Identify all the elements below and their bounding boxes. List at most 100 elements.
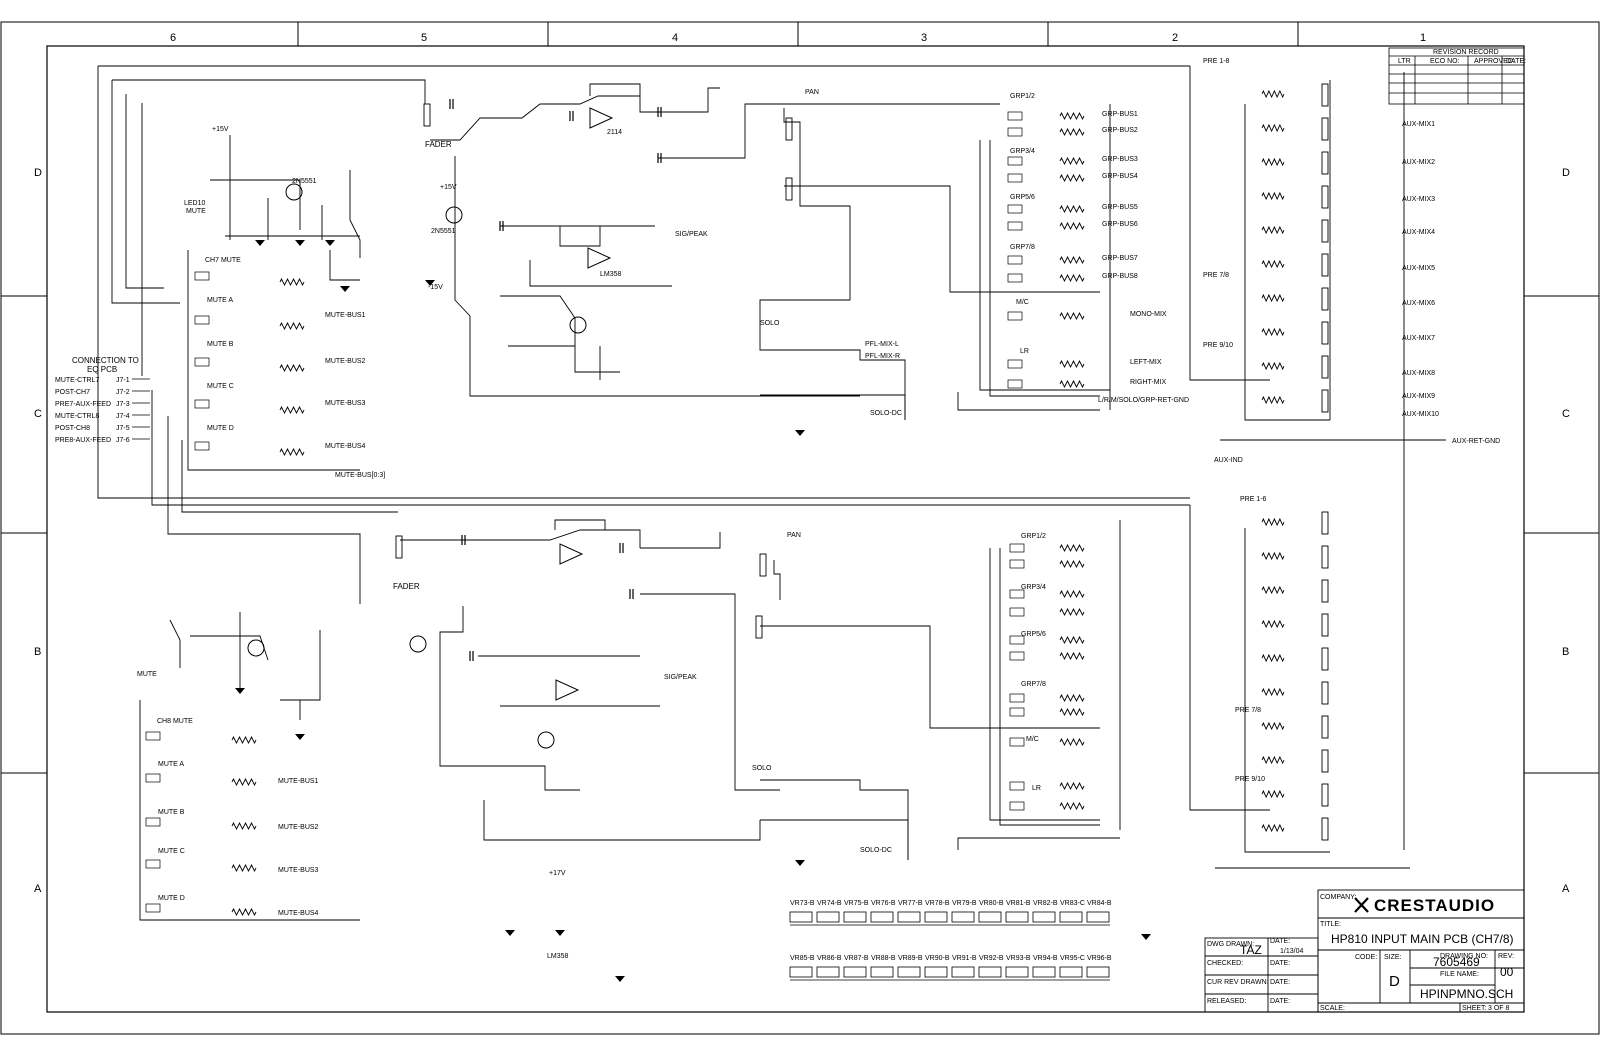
pot-row1-body	[870, 911, 894, 923]
potentiometer-icon	[1321, 83, 1329, 107]
ch7-aux-4: AUX-MIX4	[1402, 229, 1435, 236]
ch7-grp-3-4: GRP3/4	[1010, 148, 1035, 155]
ground-icon	[325, 240, 335, 246]
resistor-icon	[1059, 737, 1085, 747]
sheet-label: SHEET:	[1462, 1005, 1487, 1012]
released-date-label: DATE:	[1270, 998, 1290, 1005]
outer-frame	[0, 21, 1600, 1035]
potentiometer-icon	[423, 103, 431, 127]
pot-row2-body	[1059, 966, 1083, 978]
pot-row1-body	[924, 911, 948, 923]
checked-label: CHECKED:	[1207, 960, 1243, 967]
ch7-pre-9-10: PRE 9/10	[1203, 342, 1233, 349]
ch7-grp-out-1: GRP-BUS1	[1102, 111, 1138, 118]
ch7-mono-mix: MONO-MIX	[1130, 311, 1167, 318]
potentiometer-icon	[1321, 355, 1329, 379]
ch7-mute-title: CH7 MUTE	[205, 257, 241, 264]
switch-icon	[1009, 607, 1025, 617]
potentiometer-icon	[785, 177, 793, 201]
aux-ind-label: AUX-IND	[1214, 457, 1243, 464]
ch8-mute-out-3: MUTE-BUS3	[278, 867, 319, 874]
connection-pin-ref: J7-5	[116, 425, 130, 432]
switch-icon	[194, 271, 210, 281]
resistor-icon	[1261, 517, 1285, 527]
pot-row2-label: VR89-B	[898, 955, 923, 962]
resistor-icon	[1059, 127, 1085, 137]
drawing-no-value: 7605469	[1433, 955, 1480, 969]
drawn-label: DWG DRAWN:	[1207, 941, 1254, 948]
ground-icon	[555, 930, 565, 936]
company-name: CRESTAUDIO	[1374, 896, 1495, 915]
switch-icon	[194, 441, 210, 451]
pot-row1-label: VR78-B	[925, 900, 950, 907]
ch7-pan-label: PAN	[805, 89, 819, 96]
pot-row1-body	[1032, 911, 1056, 923]
ch7-aux-3: AUX-MIX3	[1402, 196, 1435, 203]
cur-rev-date-label: DATE:	[1270, 979, 1290, 986]
connection-pin-ref: J7-4	[116, 413, 130, 420]
ch7-pfl-l: PFL-MIX-L	[865, 341, 899, 348]
resistor-icon	[1059, 635, 1085, 645]
resistor-icon	[1059, 589, 1085, 599]
resistor-icon	[279, 277, 305, 287]
resistor-icon	[1261, 293, 1285, 303]
pot-row2-body	[951, 966, 975, 978]
ch7-pfl-r: PFL-MIX-R	[865, 353, 900, 360]
ch7-mute-out-3: MUTE-BUS3	[325, 400, 366, 407]
pot-row2-body	[1005, 966, 1029, 978]
resistor-icon	[1261, 619, 1285, 629]
title-label: TITLE:	[1320, 921, 1341, 928]
company-logo-icon	[1354, 897, 1369, 913]
ch7-mute-out-2: MUTE-BUS2	[325, 358, 366, 365]
ch7-mute-b: MUTE B	[207, 341, 234, 348]
switch-icon	[1007, 111, 1023, 121]
pot-row1-label: VR82-B	[1033, 900, 1058, 907]
ch7-grp-1-2: GRP1/2	[1010, 93, 1035, 100]
ground-icon	[295, 734, 305, 740]
sheet-value: 3 OF 8	[1488, 1005, 1510, 1012]
ch8-grp-3-4: GRP3/4	[1021, 584, 1046, 591]
revision-col-date: DATE:	[1506, 58, 1526, 65]
pot-row2-label: VR86-B	[817, 955, 842, 962]
resistor-icon	[1059, 693, 1085, 703]
resistor-icon	[1261, 157, 1285, 167]
potentiometer-icon	[1321, 715, 1329, 739]
ch7-grp-out-8: GRP-BUS8	[1102, 273, 1138, 280]
pot-row2-label: VR85-B	[790, 955, 815, 962]
revision-col-approved: APPROVED:	[1474, 58, 1515, 65]
pot-row2-body	[1086, 966, 1110, 978]
zone-row-b-right: B	[1562, 646, 1569, 658]
revision-title: REVISION RECORD	[1433, 49, 1499, 56]
ch8-led-mute: MUTE	[137, 671, 157, 678]
zone-col-2: 2	[1172, 32, 1178, 44]
resistor-icon	[1261, 653, 1285, 663]
resistor-icon	[231, 777, 257, 787]
transistor-icon	[285, 183, 303, 201]
resistor-icon	[1261, 191, 1285, 201]
switch-icon	[194, 357, 210, 367]
rev-value: 00	[1500, 965, 1514, 979]
zone-row-d-right: D	[1562, 167, 1570, 179]
switch-icon	[145, 903, 161, 913]
rail-plus15-b: +15V	[440, 184, 457, 191]
pot-row2-label: VR96-B	[1087, 955, 1112, 962]
ch7-solo-label: SOLO	[760, 320, 780, 327]
pot-row2-label: VR90-B	[925, 955, 950, 962]
resistor-icon	[1059, 221, 1085, 231]
switch-icon	[145, 817, 161, 827]
opamp-icon	[587, 247, 612, 269]
ground-icon	[505, 930, 515, 936]
resistor-icon	[1059, 156, 1085, 166]
ground-icon	[295, 240, 305, 246]
zone-row-d-left: D	[34, 167, 42, 179]
resistor-icon	[1261, 755, 1285, 765]
switch-icon	[1007, 255, 1023, 265]
ch8-mute-out-4: MUTE-BUS4	[278, 910, 319, 917]
ch8-solo-out: SOLO-DC	[860, 847, 892, 854]
potentiometer-icon	[1321, 287, 1329, 311]
resistor-icon	[231, 821, 257, 831]
pot-row1-label: VR74-B	[817, 900, 842, 907]
ch7-left-mix: LEFT-MIX	[1130, 359, 1162, 366]
ground-icon	[1141, 934, 1151, 940]
ch8-labels: FADER PAN SOLO CH8 MUTE MUTE A MUTE B MU…	[137, 496, 1267, 917]
